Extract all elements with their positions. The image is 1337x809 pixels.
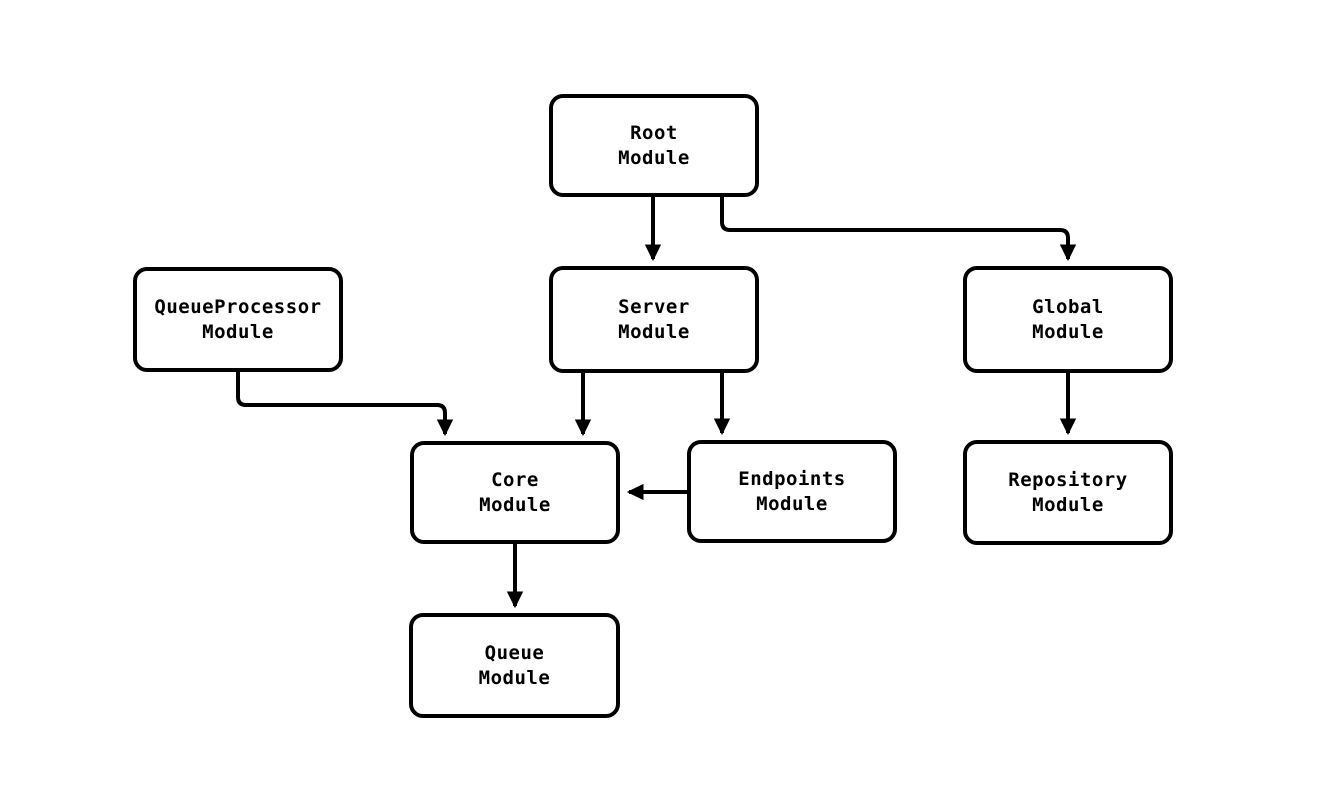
node-queueprocessor[interactable]: QueueProcessor Module: [133, 267, 343, 372]
edge-queueprocessor-to-core: [236, 372, 454, 437]
node-repository-label: Repository Module: [1008, 469, 1128, 516]
node-queueprocessor-label: QueueProcessor Module: [154, 296, 322, 343]
node-queue-label: Queue Module: [478, 642, 551, 689]
node-server-label: Server Module: [618, 296, 690, 343]
edge-root-to-global: [720, 197, 1077, 262]
node-root-label: Root Module: [618, 122, 690, 169]
node-repository[interactable]: Repository Module: [963, 440, 1173, 545]
node-global[interactable]: Global Module: [963, 266, 1173, 373]
node-server[interactable]: Server Module: [549, 266, 759, 373]
node-queue[interactable]: Queue Module: [409, 613, 620, 718]
node-endpoints-label: Endpoints Module: [738, 468, 846, 515]
node-endpoints[interactable]: Endpoints Module: [687, 440, 897, 543]
node-root[interactable]: Root Module: [549, 94, 759, 197]
node-global-label: Global Module: [1032, 296, 1104, 343]
node-core-label: Core Module: [479, 469, 551, 516]
node-core[interactable]: Core Module: [410, 441, 620, 544]
